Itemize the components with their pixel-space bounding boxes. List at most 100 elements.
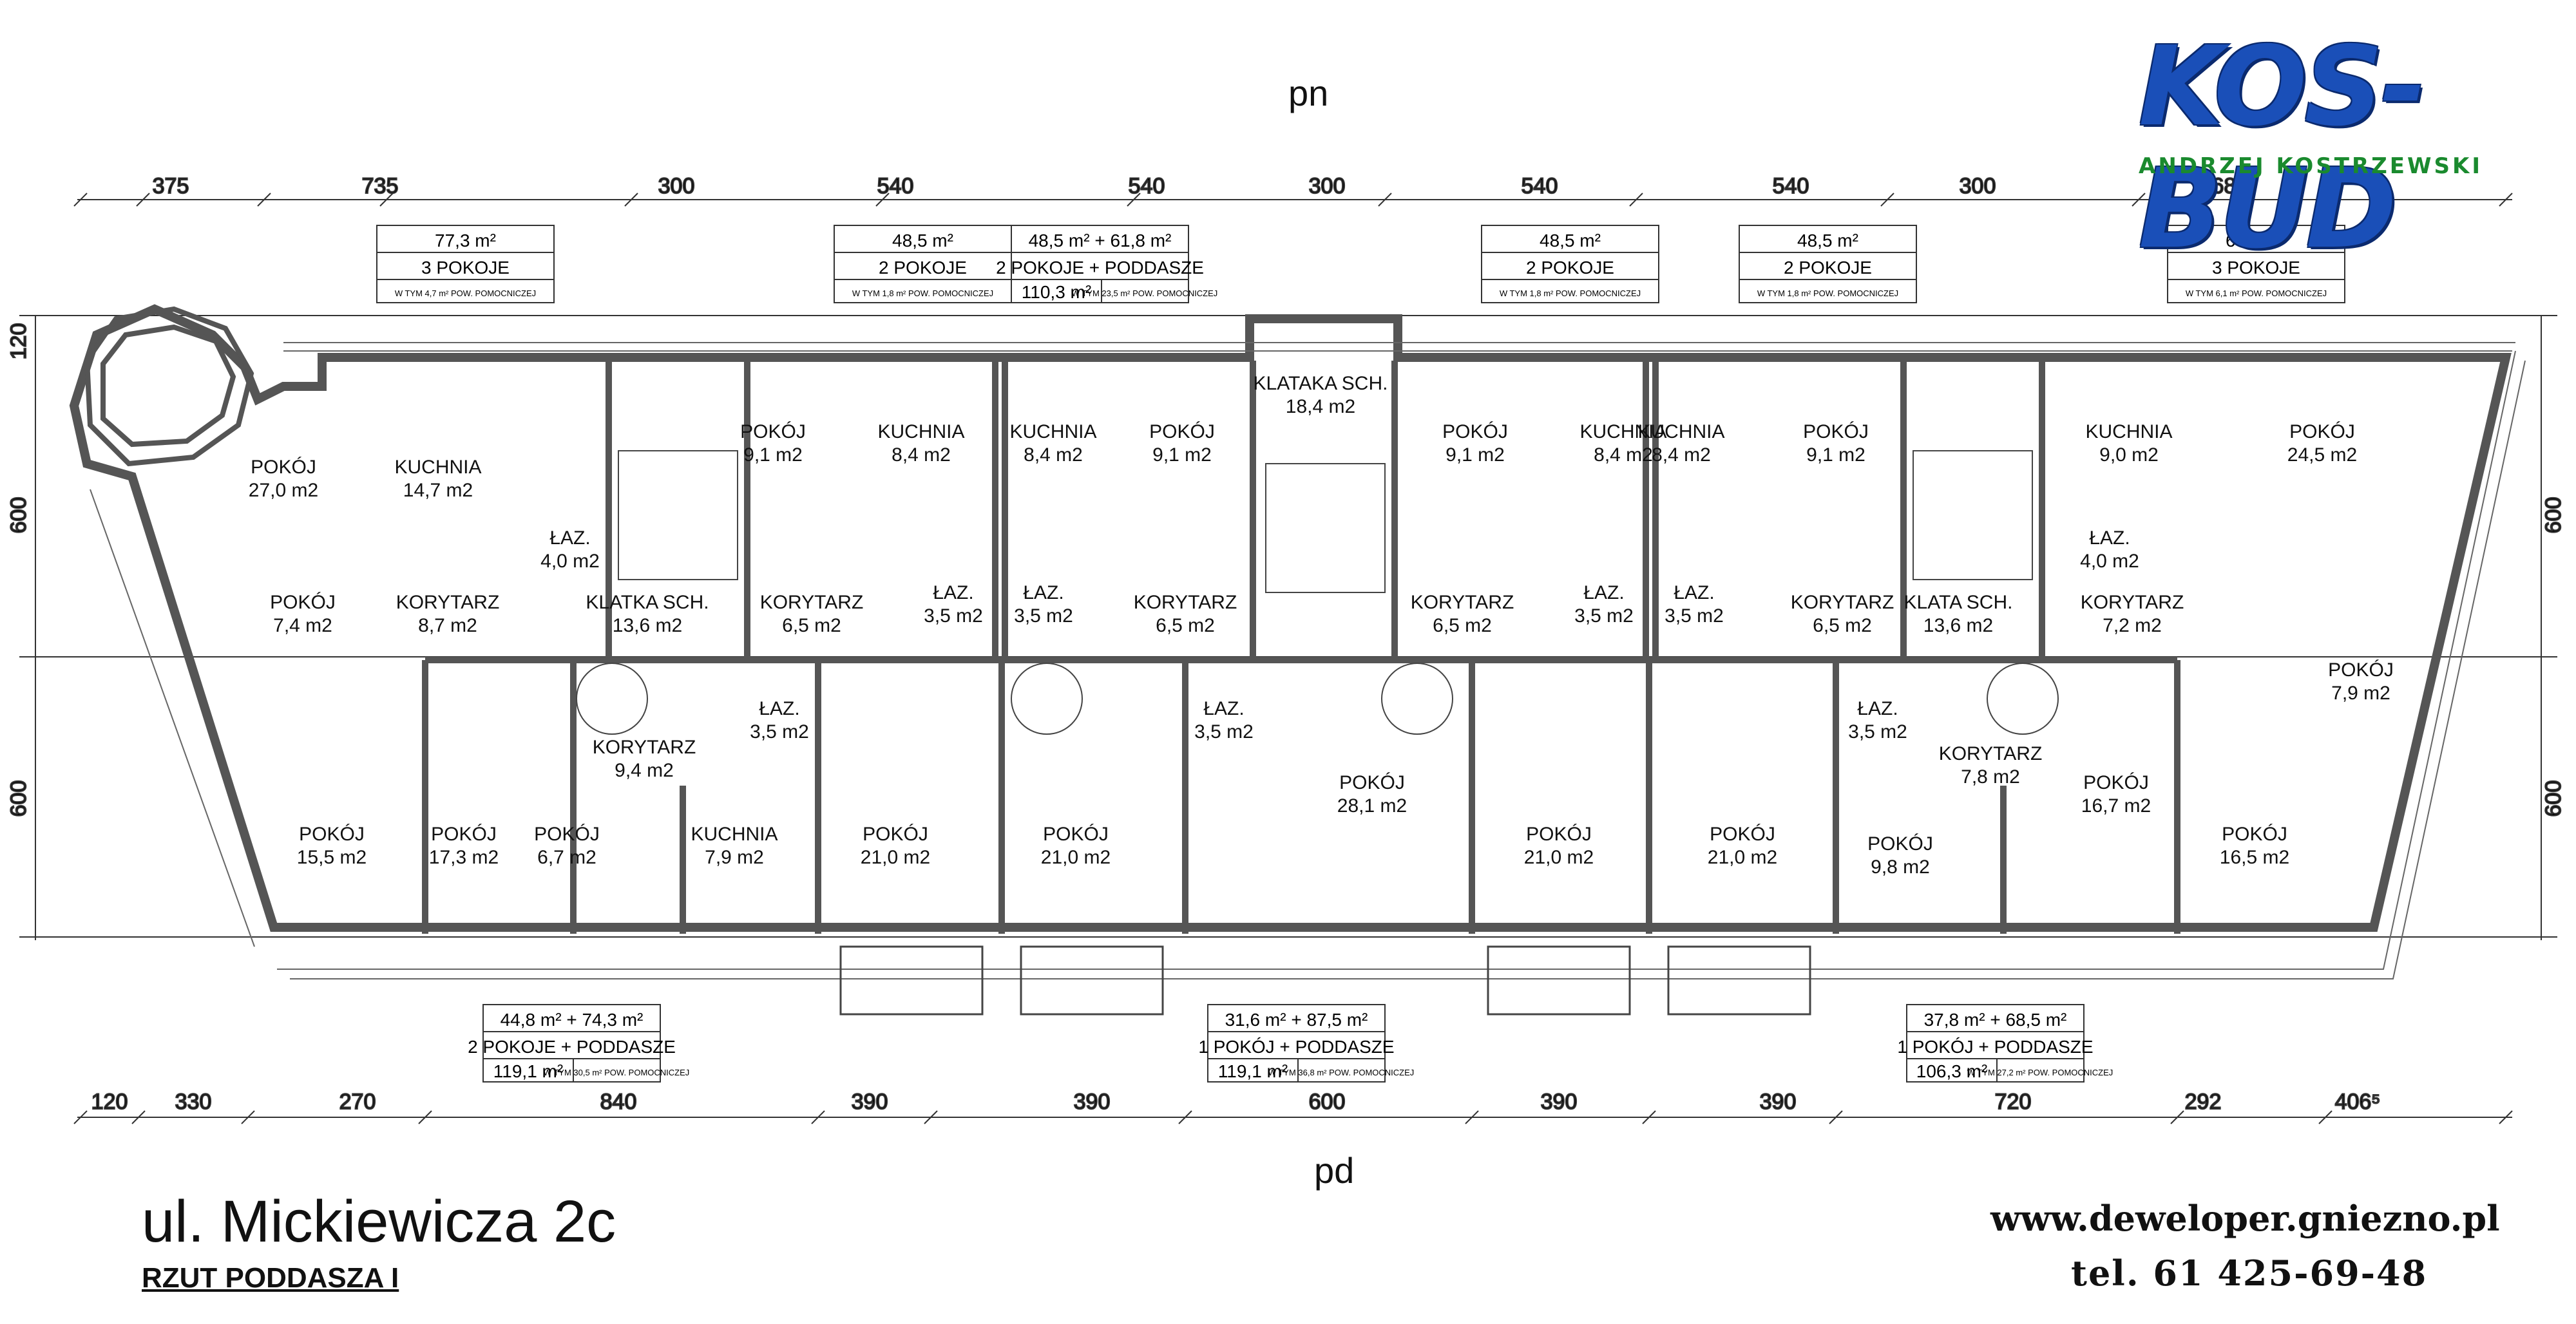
room-label: ŁAZ.3,5 m2 xyxy=(750,698,809,742)
dimension-label-bottom: 406⁵ xyxy=(2335,1090,2381,1114)
room-area: 18,4 m2 xyxy=(1286,396,1355,417)
room-label: KLATAKA SCH.18,4 m2 xyxy=(1254,373,1388,417)
dimension-label-left: 600 xyxy=(6,497,31,534)
room-area: 13,6 m2 xyxy=(1923,615,1993,636)
dimension-label-top: 300 xyxy=(1960,174,1996,198)
room-name: ŁAZ. xyxy=(1857,698,1898,719)
room-area: 7,8 m2 xyxy=(1961,766,2020,788)
room-name: ŁAZ. xyxy=(933,582,973,603)
logo-wordmark: KOS-BUD xyxy=(2139,23,2426,273)
room-area: 7,9 m2 xyxy=(705,847,764,868)
dimension-label-right: 600 xyxy=(2541,497,2566,534)
unit-area: 48,5 m² xyxy=(1797,231,1858,251)
unit-note: W TYM 6,1 m² POW. POMOCNICZEJ xyxy=(2186,288,2327,298)
unit-note: W TYM 30,5 m² POW. POMOCNICZEJ xyxy=(544,1068,690,1077)
dimension-label-bottom: 390 xyxy=(1760,1090,1797,1114)
unit-note: W TYM 1,8 m² POW. POMOCNICZEJ xyxy=(1500,288,1641,298)
room-area: 8,4 m2 xyxy=(892,444,951,466)
room-label: ŁAZ.3,5 m2 xyxy=(1848,698,1907,742)
room-name: ŁAZ. xyxy=(549,527,590,549)
dimension-label-top: 300 xyxy=(658,174,695,198)
room-area: 28,1 m2 xyxy=(1337,795,1407,817)
room-area: 21,0 m2 xyxy=(1708,847,1777,868)
room-name: POKÓJ xyxy=(2289,421,2355,442)
unit-rooms: 2 POKOJE xyxy=(879,258,967,278)
dimension-label-bottom: 840 xyxy=(600,1090,637,1114)
room-area: 3,5 m2 xyxy=(1574,605,1634,627)
room-area: 8,4 m2 xyxy=(1652,444,1711,466)
drawing-title: RZUT PODDASZA I xyxy=(142,1262,399,1294)
room-area: 4,0 m2 xyxy=(540,551,600,572)
room-name: POKÓJ xyxy=(1526,824,1592,845)
dimension-label-top: 968⁵ xyxy=(2200,174,2246,198)
unit-box: 44,8 m² + 74,3 m²2 POKOJE + PODDASZE119,… xyxy=(468,1004,690,1083)
unit-area: 31,6 m² + 87,5 m² xyxy=(1225,1010,1368,1030)
room-name: POKÓJ xyxy=(251,457,316,478)
room-name: POKÓJ xyxy=(270,592,336,613)
room-name: KLATA SCH. xyxy=(1904,592,2013,613)
room-label: ŁAZ.3,5 m2 xyxy=(1014,582,1073,627)
address: ul. Mickiewicza 2c xyxy=(142,1189,616,1254)
dimension-label-bottom: 292 xyxy=(2185,1090,2222,1114)
room-name: POKÓJ xyxy=(1867,833,1933,855)
unit-note: W TYM 27,2 m² POW. POMOCNICZEJ xyxy=(1967,1068,2113,1077)
unit-box: 31,6 m² + 87,5 m²1 POKÓJ + PODDASZE119,1… xyxy=(1198,1004,1414,1083)
north-label: pn xyxy=(1288,73,1329,113)
dimension-label-top: 540 xyxy=(877,174,914,198)
room-area: 27,0 m2 xyxy=(249,480,318,501)
dimension-label-top: 540 xyxy=(1522,174,1558,198)
room-name: KUCHNIA xyxy=(1009,421,1096,442)
room-name: KORYTARZ xyxy=(1939,743,2043,764)
room-name: POKÓJ xyxy=(1149,421,1215,442)
room-area: 16,5 m2 xyxy=(2220,847,2289,868)
unit-note: W TYM 23,5 m² POW. POMOCNICZEJ xyxy=(1072,288,1218,298)
dimension-label-bottom: 720 xyxy=(1995,1090,2032,1114)
room-area: 9,1 m2 xyxy=(1445,444,1505,466)
room-name: KUCHNIA xyxy=(2085,421,2172,442)
unit-area: 48,5 m² xyxy=(892,231,953,251)
room-label: ŁAZ.3,5 m2 xyxy=(1194,698,1254,742)
room-area: 6,5 m2 xyxy=(1156,615,1215,636)
dimension-label-bottom: 120 xyxy=(91,1090,128,1114)
unit-rooms: 2 POKOJE xyxy=(1526,258,1614,278)
room-area: 7,4 m2 xyxy=(273,615,332,636)
dimension-label-bottom: 330 xyxy=(175,1090,212,1114)
room-area: 9,4 m2 xyxy=(615,760,674,781)
unit-note: W TYM 1,8 m² POW. POMOCNICZEJ xyxy=(852,288,993,298)
unit-total: 119,1 m² xyxy=(493,1061,563,1081)
room-name: POKÓJ xyxy=(299,824,365,845)
room-area: 15,5 m2 xyxy=(297,847,367,868)
room-label: ŁAZ.3,5 m2 xyxy=(924,582,983,627)
dimension-label-bottom: 390 xyxy=(1074,1090,1111,1114)
bay-window xyxy=(84,306,254,467)
unit-rooms: 3 POKOJE xyxy=(421,258,510,278)
company-logo: KOS-BUD ANDRZEJ KOSTRZEWSKI xyxy=(2126,26,2564,270)
dimension-label-top: 300 xyxy=(1309,174,1346,198)
room-name: KUCHNIA xyxy=(1579,421,1666,442)
unit-total: 110,3 m² xyxy=(1022,282,1091,302)
south-label: pd xyxy=(1314,1150,1355,1191)
unit-area: 77,3 m² xyxy=(435,231,496,251)
website-link[interactable]: www.deweloper.gniezno.pl xyxy=(1990,1198,2500,1239)
room-name: ŁAZ. xyxy=(1023,582,1064,603)
room-name: ŁAZ. xyxy=(1674,582,1714,603)
